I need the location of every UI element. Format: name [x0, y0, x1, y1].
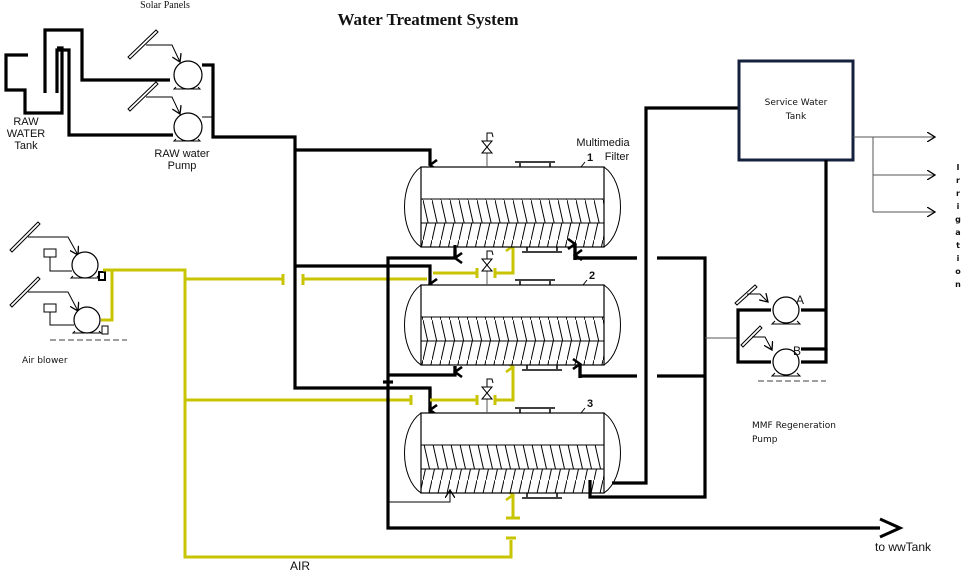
filter2-inlet-pipe [295, 264, 430, 284]
multimedia-label-2: Filter [605, 151, 630, 163]
vessel-left-head [404, 284, 422, 366]
vessel-right-head [603, 284, 621, 366]
irrigation-letter: i [957, 202, 960, 211]
vessel-left-head [404, 166, 422, 248]
media-layer-upper [420, 198, 605, 224]
air-blower-solar-panel-icon [9, 276, 78, 326]
irrigation-letter: r [956, 189, 960, 198]
media-layer-lower [420, 340, 605, 366]
raw-tank-label-2: WATER [7, 128, 46, 140]
filtered-water-pipe [612, 106, 740, 485]
vent-valve-icon [480, 258, 494, 272]
irrigation-letter: r [956, 176, 960, 185]
raw-tank-label-3: Tank [14, 140, 38, 152]
media-layer-upper [420, 444, 605, 470]
media-layer-lower [420, 222, 605, 248]
service-water-tank [737, 59, 855, 162]
air-blower-1-icon [69, 251, 106, 281]
bottom-manhole [522, 247, 562, 253]
regen-pump-suction-pipe [801, 160, 828, 351]
air-blower-label: Air blower [22, 356, 68, 366]
service-tank-label-2: Tank [785, 112, 807, 122]
media-layer-lower [420, 468, 605, 494]
air-label: AIR [290, 559, 310, 573]
irrigation-letter: t [956, 241, 960, 250]
pump-b-label: B [793, 344, 801, 358]
air-blower-2-icon [71, 306, 109, 335]
air-pipe-network [101, 246, 520, 559]
air-blower-solar-panel-icon [9, 221, 78, 272]
raw-tank-label-1: RAW [13, 116, 39, 128]
solar-panel-icon [127, 81, 180, 114]
vessel-right-head [603, 412, 621, 494]
to-wwtank-label: to wwTank [875, 540, 932, 554]
bottom-manhole [522, 365, 562, 371]
waste-drain-pipe [386, 382, 880, 530]
multimedia-label-1: Multimedia [576, 137, 630, 149]
media-layer-upper [420, 316, 605, 342]
irrigation-letter: a [955, 228, 960, 237]
top-manhole [515, 161, 555, 167]
filter-number-label: 2 [589, 270, 595, 282]
regen-pipe [588, 256, 707, 499]
solar-panels-label: Solar Panels [140, 0, 190, 11]
filter1-inlet-pipe [295, 148, 430, 165]
irrigation-letter: o [955, 267, 961, 276]
irrigation-letter: g [955, 215, 961, 224]
irrigation-letter: i [957, 254, 960, 263]
raw-water-pump-1-icon [172, 60, 203, 90]
raw-pump-label-1: RAW water [154, 148, 210, 160]
multimedia-filter-2: 2 [404, 250, 621, 371]
regen-pump-a-icon [734, 284, 802, 325]
irrigation-letter: I [957, 163, 960, 172]
multimedia-filter-1: 1 [404, 132, 621, 253]
vessel-right-head [603, 166, 621, 248]
top-manhole [515, 279, 555, 285]
top-manhole [515, 407, 555, 413]
solar-panel-icon [127, 29, 180, 62]
service-tank-label-1: Service Water [765, 98, 828, 108]
vessel-left-head [404, 412, 422, 494]
raw-pump-label-2: Pump [168, 160, 197, 172]
filter-number-label: 1 [587, 152, 593, 164]
vent-valve-icon [480, 386, 494, 400]
raw-water-pump-2-icon [172, 112, 203, 142]
vent-valve-icon [480, 140, 494, 154]
filter-number-label: 3 [587, 398, 593, 410]
pump-a-label: A [796, 293, 804, 307]
raw-water-tank [4, 28, 173, 137]
regen-pump-label-1: MMF Regeneration [752, 421, 836, 431]
regen-pump-b-icon [740, 325, 802, 377]
irrigation-outlets [853, 137, 935, 212]
diagram-title: Water Treatment System [338, 10, 519, 29]
regen-pump-label-2: Pump [752, 435, 778, 445]
raw-water-header-pipe [202, 63, 432, 414]
irrigation-letter: n [955, 280, 961, 289]
to-wwtank-arrow-icon [879, 517, 904, 539]
bottom-manhole [522, 493, 562, 499]
